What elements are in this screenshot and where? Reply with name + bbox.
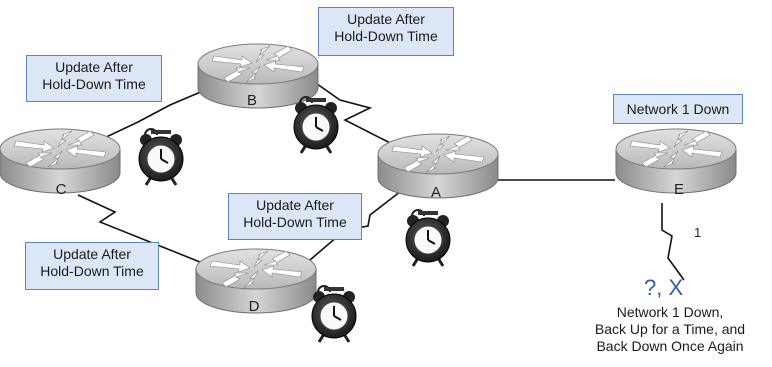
status-line-3: Back Down Once Again	[596, 338, 744, 354]
label-line-1: Update After	[256, 197, 334, 213]
network-status-text: Network 1 Down, Back Up for a Time, and …	[570, 304, 770, 355]
update-label-a-d: Update After Hold-Down Time	[228, 193, 362, 240]
network-down-text: Network 1 Down	[626, 101, 730, 117]
failure-mark: ?, X	[644, 275, 684, 300]
label-line-2: Hold-Down Time	[243, 214, 347, 230]
alarm-clock-icon	[137, 127, 185, 187]
label-line-1: Update After	[53, 246, 131, 262]
label-line-2: Hold-Down Time	[40, 263, 144, 279]
status-line-2: Back Up for a Time, and	[594, 321, 746, 337]
alarm-clock-icon	[404, 208, 452, 268]
router-e-label: E	[673, 181, 684, 198]
update-label-c-b: Update After Hold-Down Time	[26, 55, 162, 102]
status-line-1: Network 1 Down,	[616, 304, 724, 320]
update-label-c-d: Update After Hold-Down Time	[25, 242, 159, 290]
label-line-1: Update After	[347, 11, 425, 27]
router-b-label: B	[246, 92, 257, 109]
update-label-top: Update After Hold-Down Time	[318, 7, 454, 56]
link-number: 1	[694, 225, 702, 240]
router-d-label: D	[248, 298, 260, 315]
label-line-1: Update After	[55, 59, 133, 75]
link-b-a	[299, 71, 401, 149]
router-c-label: C	[55, 181, 67, 198]
network-down-label: Network 1 Down	[613, 94, 743, 124]
alarm-clock-icon	[310, 284, 358, 344]
router-a-label: A	[430, 184, 441, 201]
link-e-down	[661, 203, 685, 281]
link-d-a	[309, 187, 406, 261]
label-line-2: Hold-Down Time	[42, 76, 146, 92]
alarm-clock-icon	[292, 95, 340, 155]
label-line-2: Hold-Down Time	[334, 28, 438, 44]
link-c-d	[77, 194, 201, 263]
